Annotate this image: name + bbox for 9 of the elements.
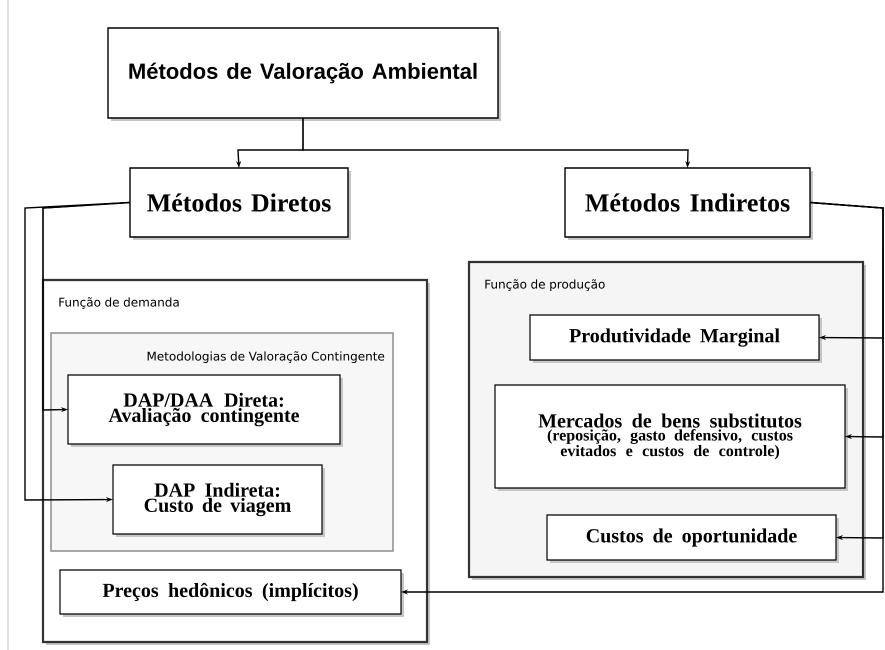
method-box: DAP/DAA Direta: Avaliação contingente [67,374,343,447]
method-box: Preços hedônicos (implícitos) [59,569,404,617]
method-box: Custos de oportunidade [546,514,839,563]
method-box: Mercados de bens substitutos (reposição, gasto defensivo, custos evitados e custos de controle) [494,384,848,491]
method-box: Métodos Indiretos [564,167,814,240]
method-box: DAP Indireta: Custo de viagem [112,464,325,537]
title-box: Métodos de Valoração Ambiental [107,27,501,121]
method-box: Produtividade Marginal [529,314,822,363]
method-box: Métodos Diretos [129,167,351,240]
